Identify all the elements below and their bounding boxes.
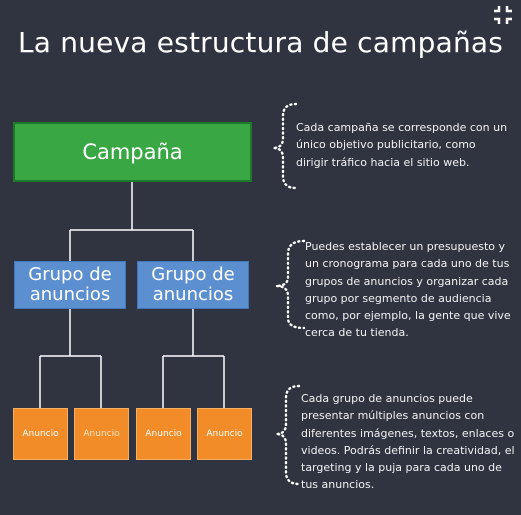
campaign-box: Campaña xyxy=(13,122,252,182)
ad-group-description: Puedes establecer un presupuesto y un cr… xyxy=(305,240,511,340)
ad-group-box: Grupo de anuncios xyxy=(14,261,126,309)
ad-box: Anuncio xyxy=(74,408,129,460)
ad-group-box: Grupo de anuncios xyxy=(137,261,249,309)
ad-description: Cada grupo de anuncios puede presentar m… xyxy=(301,392,515,492)
exit-fullscreen-button[interactable] xyxy=(490,2,516,28)
slide-title: La nueva estructura de campañas xyxy=(17,26,504,59)
ad-box: Anuncio xyxy=(136,408,191,460)
brace-decorations xyxy=(272,102,306,486)
ad-box: Anuncio xyxy=(197,408,252,460)
ad-box: Anuncio xyxy=(13,408,68,460)
campaign-description: Cada campaña se corresponde con un único… xyxy=(296,121,508,169)
exit-fullscreen-icon xyxy=(494,6,512,24)
